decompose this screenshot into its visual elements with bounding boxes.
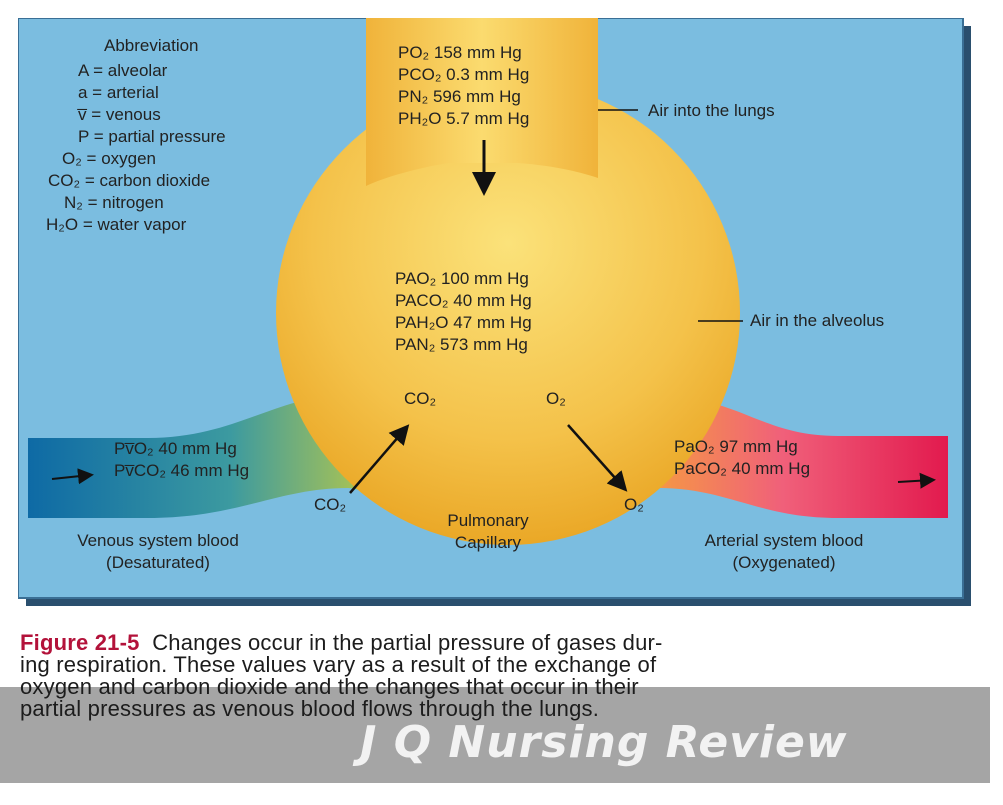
- o2-capillary-label: O₂: [624, 495, 644, 514]
- alveolar-pah2o: PAH₂O 47 mm Hg: [395, 313, 532, 332]
- co2-out-arrow: [349, 424, 410, 494]
- inspired-pco2: PCO₂ 0.3 mm Hg: [398, 65, 530, 84]
- venous-flow-arrow: [51, 468, 94, 485]
- caption-line: oxygen and carbon dioxide and the change…: [20, 674, 639, 699]
- caption-line: ing respiration. These values vary as a …: [20, 652, 657, 677]
- venous-sublabel: (Desaturated): [106, 553, 210, 572]
- air-in-alveolus-label: Air in the alveolus: [750, 311, 885, 330]
- abbreviation-item: A = alveolar: [78, 61, 168, 80]
- watermark-text: J Q Nursing Review: [360, 717, 848, 768]
- co2-capillary-label: CO₂: [314, 495, 347, 514]
- alveolar-pan2: PAN₂ 573 mm Hg: [395, 335, 528, 354]
- abbreviation-item: P = partial pressure: [78, 127, 226, 146]
- arterial-label: Arterial system blood: [704, 531, 864, 550]
- figure-caption-continued: oxygen and carbon dioxide and the change…: [20, 676, 970, 720]
- alveolar-pao2: PAO₂ 100 mm Hg: [395, 269, 529, 288]
- abbreviation-item: v̅ = venous: [78, 105, 161, 124]
- caption-line: Changes occur in the partial pressure of…: [152, 630, 663, 655]
- capillary-sublabel: Capillary: [454, 533, 522, 552]
- figure-panel: Abbreviation A = alveolar a = arterial v…: [18, 18, 973, 608]
- abbreviation-item: H₂O = water vapor: [46, 215, 187, 234]
- caption-line: partial pressures as venous blood flows …: [20, 696, 600, 721]
- figure-label: Figure 21-5: [20, 630, 140, 655]
- arterial-flow-arrow: [897, 472, 936, 489]
- watermark-bar: [0, 687, 990, 783]
- co2-alveolus-label: CO₂: [404, 389, 437, 408]
- arterial-sublabel: (Oxygenated): [732, 553, 836, 572]
- venous-po2: Pv̅O₂ 40 mm Hg: [114, 439, 237, 458]
- abbreviation-item: O₂ = oxygen: [62, 149, 157, 168]
- figure-caption: Figure 21-5 Changes occur in the partial…: [20, 632, 970, 676]
- venous-label: Venous system blood: [77, 531, 239, 550]
- inspired-ph2o: PH₂O 5.7 mm Hg: [398, 109, 530, 128]
- abbreviation-item: CO₂ = carbon dioxide: [48, 171, 211, 190]
- venous-pco2: Pv̅CO₂ 46 mm Hg: [114, 461, 250, 480]
- abbreviation-item: a = arterial: [78, 83, 159, 102]
- inspired-po2: PO₂ 158 mm Hg: [398, 43, 522, 62]
- airway-neck: [366, 138, 598, 186]
- inspired-pn2: PN₂ 596 mm Hg: [398, 87, 521, 106]
- air-into-lungs-label: Air into the lungs: [648, 101, 775, 120]
- abbreviation-item: N₂ = nitrogen: [64, 193, 164, 212]
- arterial-pco2: PaCO₂ 40 mm Hg: [674, 459, 811, 478]
- capillary-label: Pulmonary: [447, 511, 529, 530]
- abbreviation-title: Abbreviation: [104, 36, 199, 55]
- respiration-diagram: [18, 18, 971, 606]
- o2-alveolus-label: O₂: [546, 389, 566, 408]
- alveolar-paco2: PACO₂ 40 mm Hg: [395, 291, 532, 310]
- arterial-po2: PaO₂ 97 mm Hg: [674, 437, 798, 456]
- airway-tube-top: [366, 18, 598, 138]
- o2-in-arrow: [567, 424, 628, 492]
